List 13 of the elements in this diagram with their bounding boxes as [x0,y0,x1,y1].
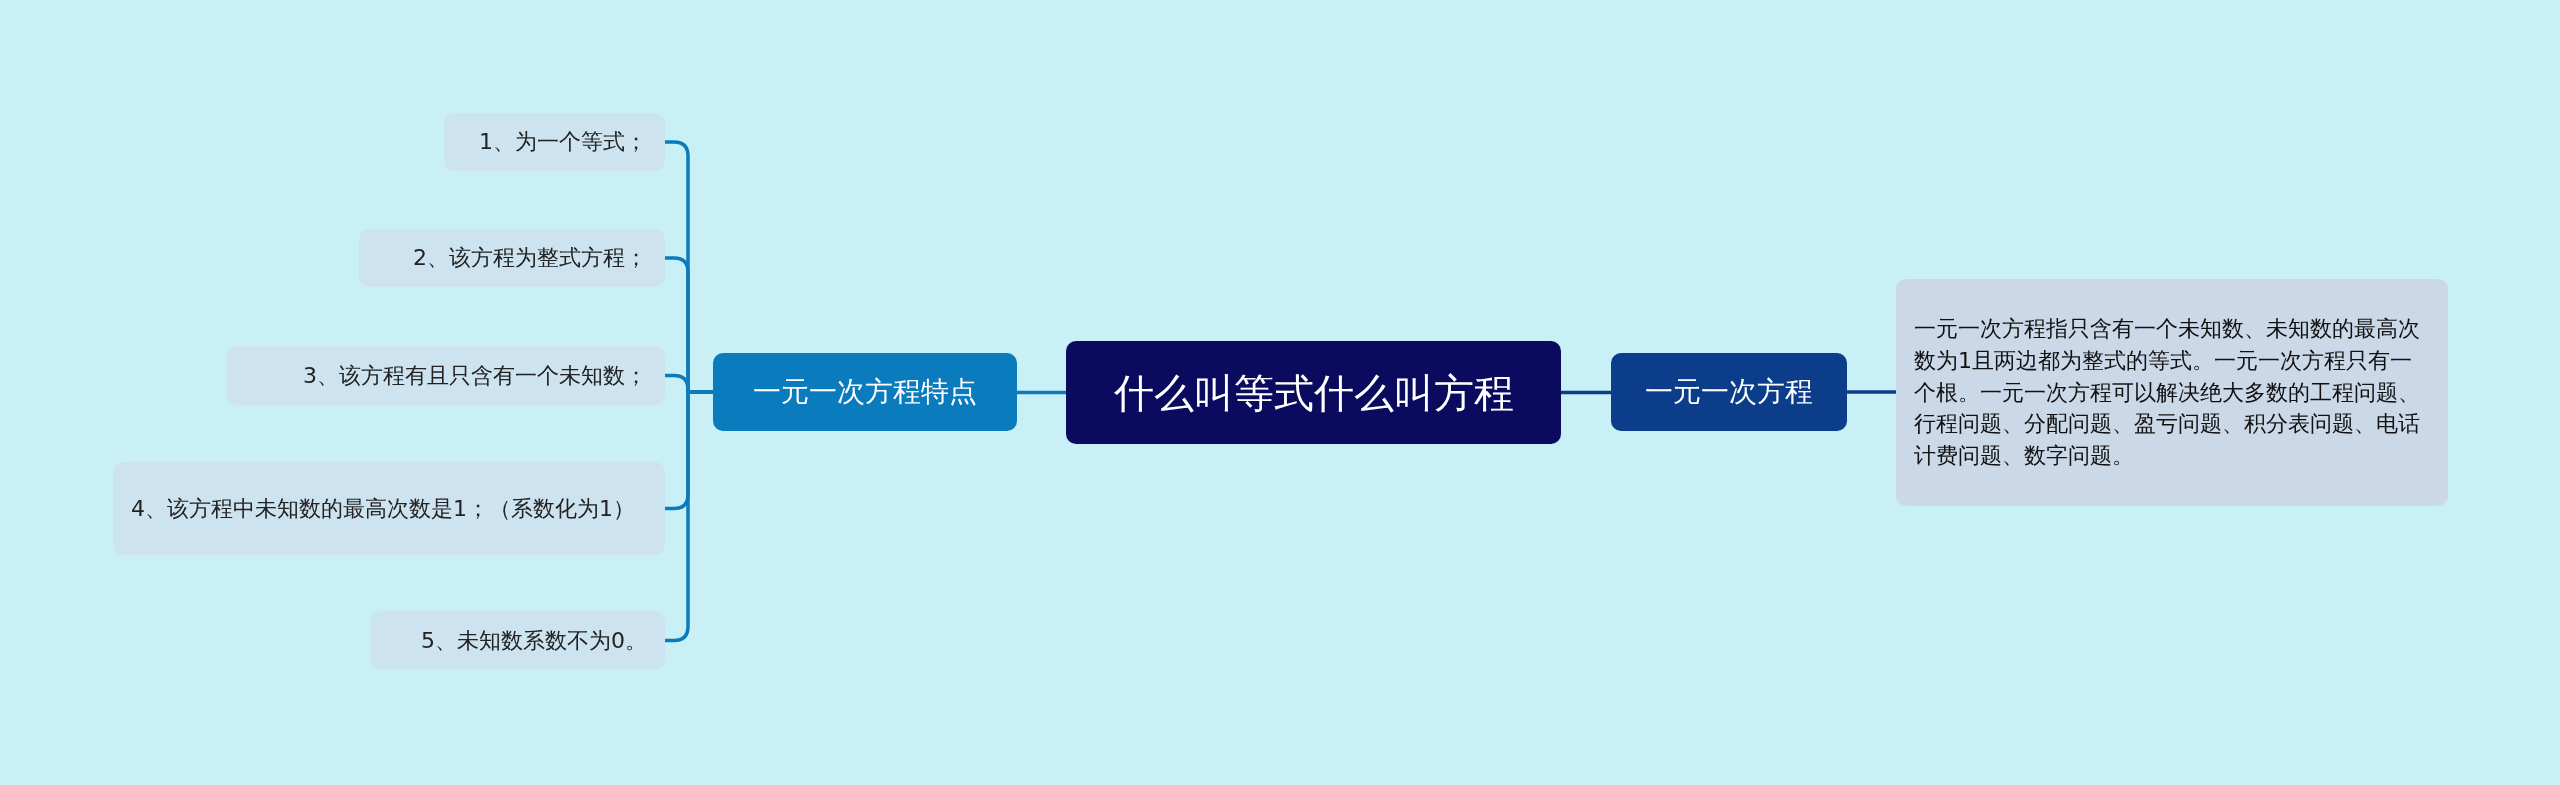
root-topic-box: 什么叫等式什么叫方程 [1066,341,1561,444]
connector-line [1017,390,1066,395]
connector-line [1847,390,1896,394]
subtopic-box: 5、未知数系数不为0。 [371,611,665,670]
note-box: 一元一次方程指只含有一个未知数、未知数的最高次数为1且两边都为整式的等式。一元一次方程只有一个根。一元一次方程可以解决绝大多数的工程问题、行程问题、分配问题、盈亏问题、积分表问题、电话计费问题、数字问题。 [1896,279,2448,506]
subtopic-box: 1、为一个等式； [444,113,665,171]
topic-box: 一元一次方程 [1611,353,1847,431]
subtopic-box: 2、该方程为整式方程； [359,229,665,287]
connector-line [1561,390,1611,395]
subtopic-box: 4、该方程中未知数的最高次数是1；（系数化为1） [113,462,665,555]
subtopic-box: 3、该方程有且只含有一个未知数； [227,346,665,405]
topic-box: 一元一次方程特点 [713,353,1017,431]
connector-line [665,390,713,643]
